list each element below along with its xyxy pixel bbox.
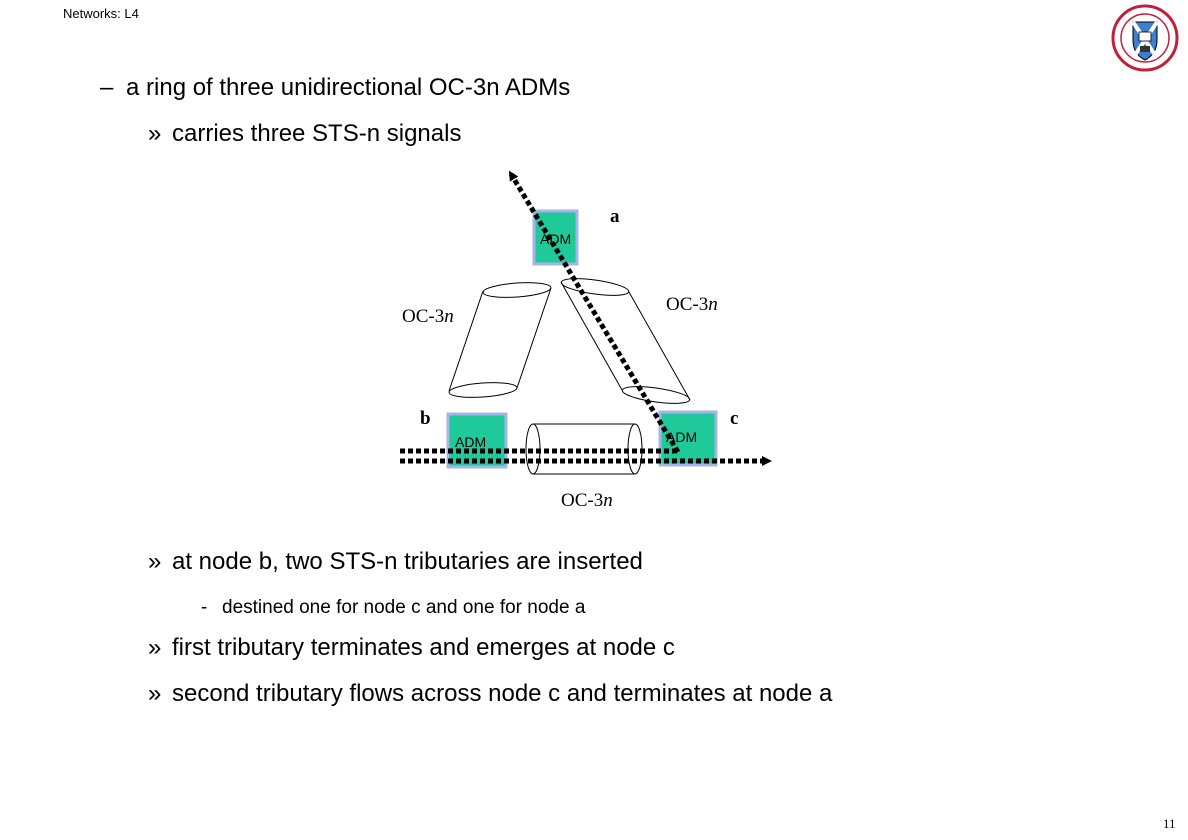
- bullet-text: destined one for node c and one for node…: [222, 597, 586, 618]
- slide-header: Networks: L4: [63, 6, 139, 21]
- bullet-text: at node b, two STS-n tributaries are ins…: [172, 548, 643, 575]
- adm-label-a: ADM: [540, 231, 571, 247]
- link-label-bc: OC-3n: [561, 490, 613, 511]
- chevron-marker: »: [148, 120, 162, 147]
- tributary-through-c: [508, 170, 681, 454]
- dash-marker: -: [201, 597, 208, 618]
- bullet-node-b-inserted: » at node b, two STS-n tributaries are in…: [148, 548, 643, 576]
- bullet-text: a ring of three unidirectional OC-3n ADM…: [126, 74, 571, 101]
- chevron-marker: »: [148, 548, 162, 575]
- dash-marker: –: [100, 74, 114, 101]
- bullet-destined: -destined one for node c and one for nod…: [201, 597, 585, 619]
- link-cylinder-ab: [448, 282, 552, 398]
- bullet-first-tributary: » first tributary terminates and emerges …: [148, 634, 675, 662]
- bullet-carries-signals: » carries three STS-n signals: [148, 120, 461, 148]
- adm-node-b: [446, 412, 508, 469]
- link-label-ac: OC-3n: [666, 294, 718, 315]
- bullet-text: second tributary flows across node c and…: [172, 680, 833, 707]
- bullet-text: first tributary terminates and emerges a…: [172, 634, 675, 661]
- link-label-ab: OC-3n: [402, 306, 454, 327]
- page-number: 11: [1163, 816, 1176, 831]
- node-label-b: b: [420, 408, 431, 429]
- bullet-ring-of-adms: –a ring of three unidirectional OC-3n AD…: [100, 74, 570, 102]
- tributary-flow-lines: [400, 170, 772, 466]
- chevron-marker: »: [148, 634, 162, 661]
- bullet-second-tributary: » second tributary flows across node c an…: [148, 680, 832, 708]
- bullet-text: carries three STS-n signals: [172, 120, 462, 147]
- node-label-a: a: [610, 206, 620, 227]
- adm-node-a: [532, 209, 579, 266]
- node-label-c: c: [730, 408, 738, 429]
- university-crest-logo: [1111, 4, 1179, 72]
- adm-ring-diagram: ADM ADM ADM a b c OC-3n OC-3n OC-3n: [400, 170, 772, 511]
- adm-label-b: ADM: [455, 434, 486, 450]
- chevron-marker: »: [148, 680, 162, 707]
